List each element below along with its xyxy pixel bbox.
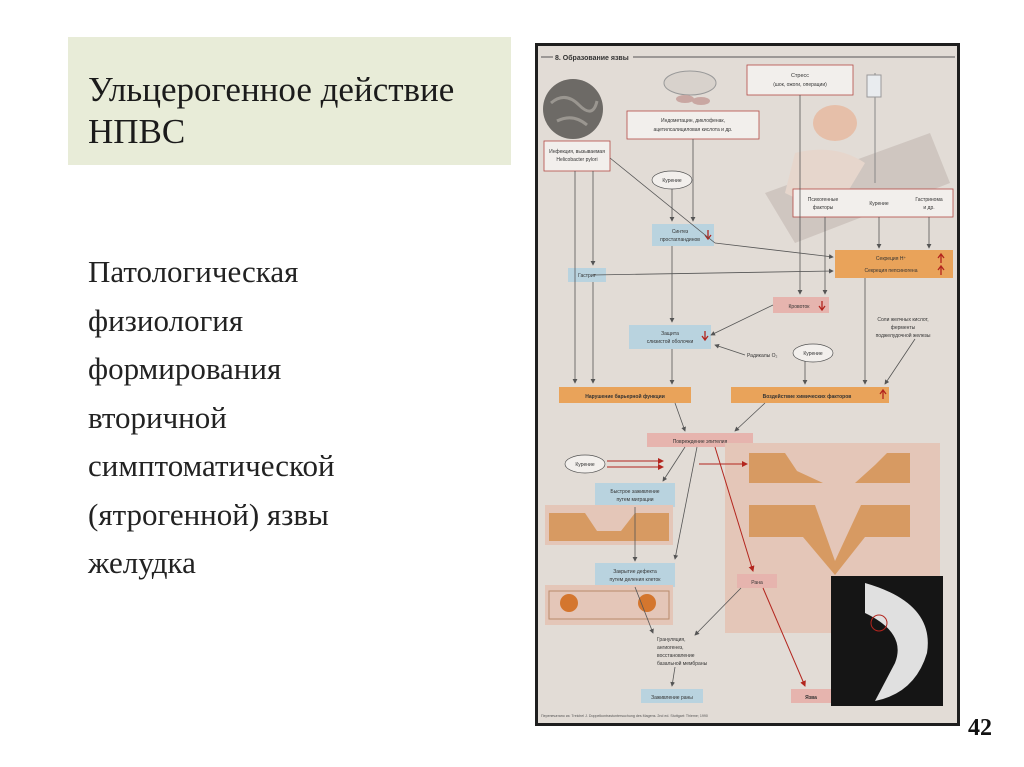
- secretion-pepsin: Секреция пепсиногена: [865, 268, 918, 274]
- ulcer-formation-figure: 8. Образование язвы Инфекция, вызываемая…: [535, 43, 960, 726]
- stress-label: Стресс: [791, 73, 809, 79]
- wound-label: Рана: [751, 580, 763, 586]
- page-number: 42: [968, 715, 992, 741]
- mucosa-illustration-2: [749, 505, 910, 575]
- bacteria-photo: [543, 79, 603, 139]
- smoking-label-top: Курение: [869, 201, 888, 207]
- radicals-label: Радикалы O₂: [747, 353, 778, 359]
- infection-line-2: Helicobacter pylori: [556, 157, 597, 163]
- granulation-line-1: Грануляция,: [657, 637, 686, 643]
- infection-box: [543, 140, 611, 172]
- closure-line-2: путем деления клеток: [610, 577, 662, 583]
- mucosa-illustration-1: [749, 453, 910, 483]
- body-line: симптоматической: [88, 448, 335, 483]
- gastrinoma-line-2: и др.: [923, 205, 934, 211]
- secretion-box: [835, 250, 953, 278]
- body-line: вторичной: [88, 399, 227, 435]
- fast-heal-line-2: путем миграции: [616, 497, 653, 503]
- body-line: (ятрогенной) язвы: [88, 496, 329, 532]
- wound-healing-label: Заживление раны: [651, 695, 693, 701]
- title-line-2: НПВС: [88, 112, 186, 151]
- infection-line-1: Инфекция, вызываемая: [549, 149, 605, 155]
- damage-label: Повреждение эпителия: [673, 439, 728, 445]
- bile-line-3: поджелудочной железы: [876, 332, 931, 339]
- body-line: физиология: [88, 302, 244, 338]
- secretion-h: Секреция H⁺: [876, 256, 907, 262]
- synthesis-line-1: Синтез: [672, 229, 689, 235]
- granulation-line-2: ангиогенез,: [657, 645, 684, 651]
- psych-line-1: Психогенные: [808, 197, 839, 203]
- psych-line-2: факторы: [813, 205, 834, 211]
- figure-footnote: Перепечатано из: Treichel J. Doppelkontr…: [541, 714, 708, 718]
- slide-title: Ульцерогенное действие НПВС: [88, 69, 511, 153]
- factors-box: [792, 188, 954, 218]
- granulation-line-3: восстановление: [657, 653, 695, 659]
- protection-box: [629, 325, 711, 349]
- granulation-line-4: базальной мембраны: [657, 660, 708, 667]
- bile-line-2: ферменты: [891, 325, 916, 331]
- closure-line-1: Закрытие дефекта: [613, 569, 657, 575]
- stress-sub: (шок, ожоги, операции): [773, 82, 827, 88]
- smoking-oval-2: [792, 343, 834, 363]
- ulcer-label: Язва: [805, 695, 817, 701]
- wound-healing-box: [641, 689, 703, 703]
- bile-line-1: Соли желчных кислот,: [877, 317, 928, 323]
- stress-box: [746, 64, 854, 96]
- body-line: Патологическая: [88, 254, 299, 289]
- closure-box: [595, 563, 675, 587]
- body-line: формирования: [88, 351, 282, 386]
- nsaid-line-2: ацетилсалициловая кислота и др.: [654, 127, 733, 133]
- blood-flow-box: [773, 297, 829, 313]
- synthesis-line-2: простагландинов: [660, 237, 700, 243]
- chemical-box: [731, 387, 889, 403]
- svg-text:Курение: Курение: [803, 351, 822, 357]
- figure-header: 8. Образование язвы: [555, 54, 629, 62]
- patient-head: [813, 105, 857, 141]
- pill-bottle: [663, 70, 717, 96]
- svg-text:Курение: Курение: [575, 462, 594, 468]
- gastritis-label: Гастрит: [578, 273, 597, 279]
- gastritis-box: [568, 268, 606, 282]
- barrier-box: [559, 387, 691, 403]
- svg-text:Курение: Курение: [662, 178, 681, 184]
- body-line: желудка: [88, 545, 196, 580]
- nsaid-line-1: Индометацин, диклофенак,: [661, 118, 725, 124]
- blood-flow-label: Кровоток: [789, 304, 811, 310]
- title-line-1: Ульцерогенное действие: [88, 70, 455, 109]
- red-arrows: [699, 446, 806, 687]
- fast-heal-line-1: Быстрое заживление: [610, 489, 659, 495]
- protection-line-1: Защита: [661, 331, 679, 337]
- flow-arrows: [572, 95, 932, 687]
- smoking-oval-3: [564, 454, 606, 474]
- barrier-label: Нарушение барьерной функции: [585, 393, 665, 400]
- ulcer-box: [791, 689, 831, 703]
- chemical-label: Воздействие химических факторов: [763, 393, 852, 400]
- nsaid-box: [626, 110, 760, 140]
- fast-heal-box: [595, 483, 675, 507]
- gastrinoma-line-1: Гастринома: [915, 197, 943, 203]
- wound-box: [737, 574, 777, 588]
- slide-body-text: Патологическая физиология формирования в…: [88, 248, 428, 588]
- protection-line-2: слизистой оболочки: [647, 338, 694, 345]
- title-box: Ульцерогенное действие НПВС: [68, 37, 511, 165]
